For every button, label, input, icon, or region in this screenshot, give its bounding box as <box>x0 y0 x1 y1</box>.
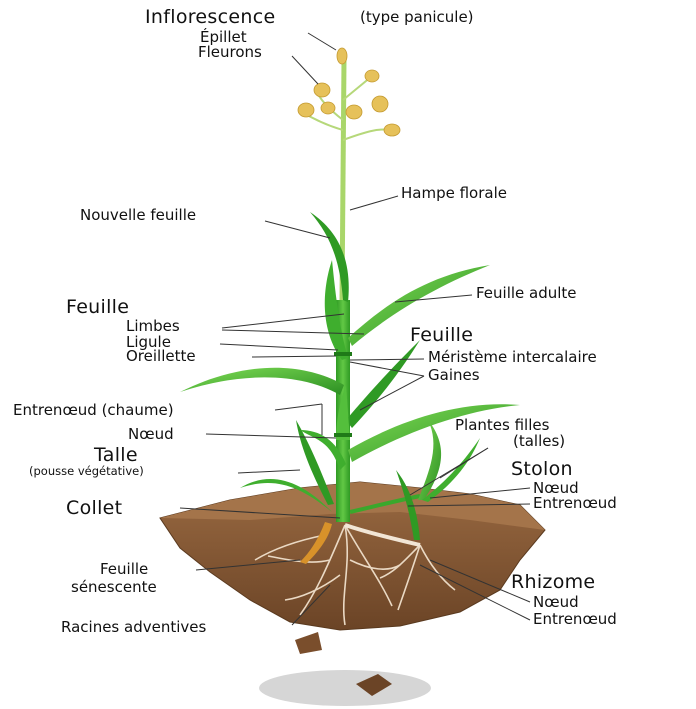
label-plantes-filles: Plantes filles <box>455 418 549 433</box>
label-feuille-adulte: Feuille adulte <box>476 286 577 301</box>
label-fleurons: Fleurons <box>198 45 262 60</box>
spikelets <box>298 48 400 136</box>
middle-left-leaf <box>180 368 344 395</box>
label-stolon: Stolon <box>511 460 573 479</box>
label-feuille-left: Feuille <box>66 298 129 317</box>
label-pousse-vegetative: (pousse végétative) <box>29 466 144 478</box>
label-feuille-senescente-1: Feuille <box>100 562 148 577</box>
label-limbes: Limbes <box>126 319 180 334</box>
label-collet: Collet <box>66 499 122 518</box>
label-gaines: Gaines <box>428 368 480 383</box>
label-racines-adventives: Racines adventives <box>61 620 206 635</box>
label-noeud-rhizome: Nœud <box>533 595 579 610</box>
label-rhizome: Rhizome <box>511 573 595 592</box>
label-feuille-right: Feuille <box>410 326 473 345</box>
panicle-branch-3 <box>343 129 390 140</box>
label-noeud-left: Nœud <box>128 427 174 442</box>
soil-chip-1 <box>295 632 322 654</box>
node-mark <box>334 433 352 437</box>
label-entrenoeud-rhizome: Entrenœud <box>533 612 617 627</box>
label-feuille-senescente-2: sénescente <box>71 580 157 595</box>
node-mark-2 <box>334 352 352 356</box>
label-entrenoeud-stolon: Entrenœud <box>533 496 617 511</box>
label-hampe-florale: Hampe florale <box>401 186 507 201</box>
label-oreillette: Oreillette <box>126 349 196 364</box>
ground-shadow <box>259 670 431 706</box>
label-inflorescence: Inflorescence <box>145 8 275 27</box>
label-nouvelle-feuille: Nouvelle feuille <box>80 208 196 223</box>
label-entrenoeud-chaume: Entrenœud (chaume) <box>13 403 174 418</box>
label-talles: (talles) <box>513 434 565 449</box>
label-meristeme: Méristème intercalaire <box>428 350 597 365</box>
label-type-panicule: (type panicule) <box>360 10 474 25</box>
label-talle: Talle <box>94 446 138 465</box>
